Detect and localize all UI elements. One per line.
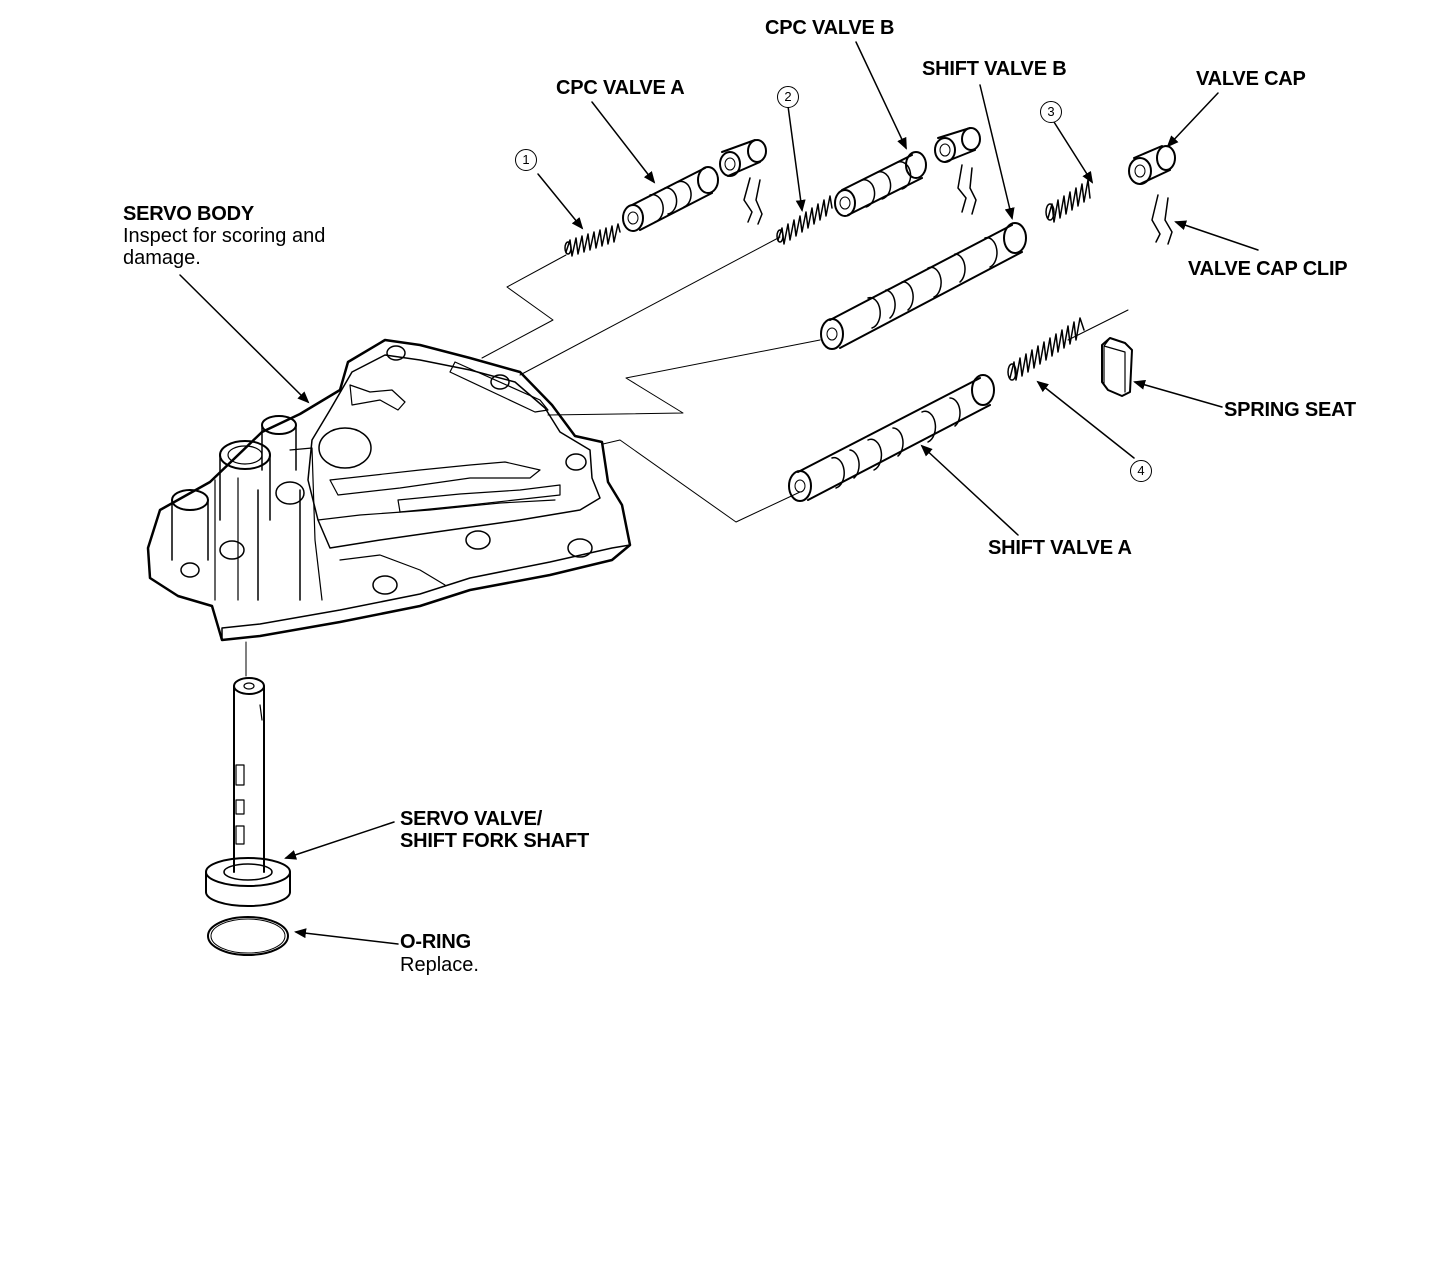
- callout-4: 4: [1130, 460, 1152, 482]
- spring-seat: [1101, 337, 1133, 397]
- o-ring: [207, 916, 289, 956]
- spring-4: [1007, 317, 1085, 381]
- valve-cap: [1128, 145, 1176, 185]
- servo-valve-label-line-1: SERVO VALVE/: [400, 808, 543, 830]
- servo-body: [146, 338, 632, 642]
- cpc-valve-b-label: CPC VALVE B: [765, 17, 895, 39]
- spring-3: [1045, 179, 1091, 223]
- cpc-a-cap: [719, 139, 767, 225]
- servo-body-note-line-2: damage.: [123, 247, 201, 269]
- shift-valve-b: [820, 222, 1027, 350]
- servo-valve-label-line-2: SHIFT FORK SHAFT: [400, 830, 590, 852]
- leader-shift-valve-b: [979, 84, 1015, 220]
- leader-spring-seat: [1133, 379, 1223, 408]
- shift-valve-a-label: SHIFT VALVE A: [988, 537, 1132, 559]
- alignment-lines: [481, 236, 1129, 523]
- leader-cpc-valve-b: [855, 41, 907, 150]
- cpc-valve-a: [622, 166, 719, 232]
- servo-body-title: SERVO BODY: [123, 203, 254, 225]
- leader-callout-2: [787, 105, 806, 212]
- o-ring-label: O-RING: [400, 931, 472, 953]
- leader-servo-body: [179, 274, 310, 404]
- leader-callout-3: [1053, 121, 1094, 184]
- cpc-b-cap: [934, 127, 981, 215]
- shift-valve-a: [788, 374, 995, 502]
- leader-shift-valve-a: [920, 444, 1019, 536]
- leader-valve-cap: [1166, 92, 1219, 148]
- leader-o-ring: [294, 928, 399, 945]
- spring-2: [776, 195, 833, 245]
- leader-cpc-valve-a: [591, 101, 656, 184]
- leader-callout-4: [1036, 380, 1135, 459]
- cpc-valve-a-label: CPC VALVE A: [556, 77, 685, 99]
- spring-seat-label: SPRING SEAT: [1224, 399, 1356, 421]
- spring-1: [564, 223, 621, 257]
- valve-cap-clip: [1151, 194, 1173, 245]
- leader-lines: [179, 41, 1259, 945]
- valve-cap-clip-label: VALVE CAP CLIP: [1188, 258, 1348, 280]
- callout-1: 1: [515, 149, 537, 171]
- callout-2: 2: [777, 86, 799, 108]
- callout-3: 3: [1040, 101, 1062, 123]
- leader-valve-cap-clip: [1174, 220, 1259, 251]
- valve-cap-label: VALVE CAP: [1196, 68, 1306, 90]
- leader-servo-valve: [284, 821, 395, 860]
- shift-valve-b-label: SHIFT VALVE B: [922, 58, 1067, 80]
- servo-valve-shaft: [205, 641, 291, 907]
- servo-body-note-line-1: Inspect for scoring and: [123, 225, 326, 247]
- cpc-valve-b: [834, 151, 927, 217]
- o-ring-note: Replace.: [400, 954, 479, 976]
- leader-callout-1: [537, 173, 584, 230]
